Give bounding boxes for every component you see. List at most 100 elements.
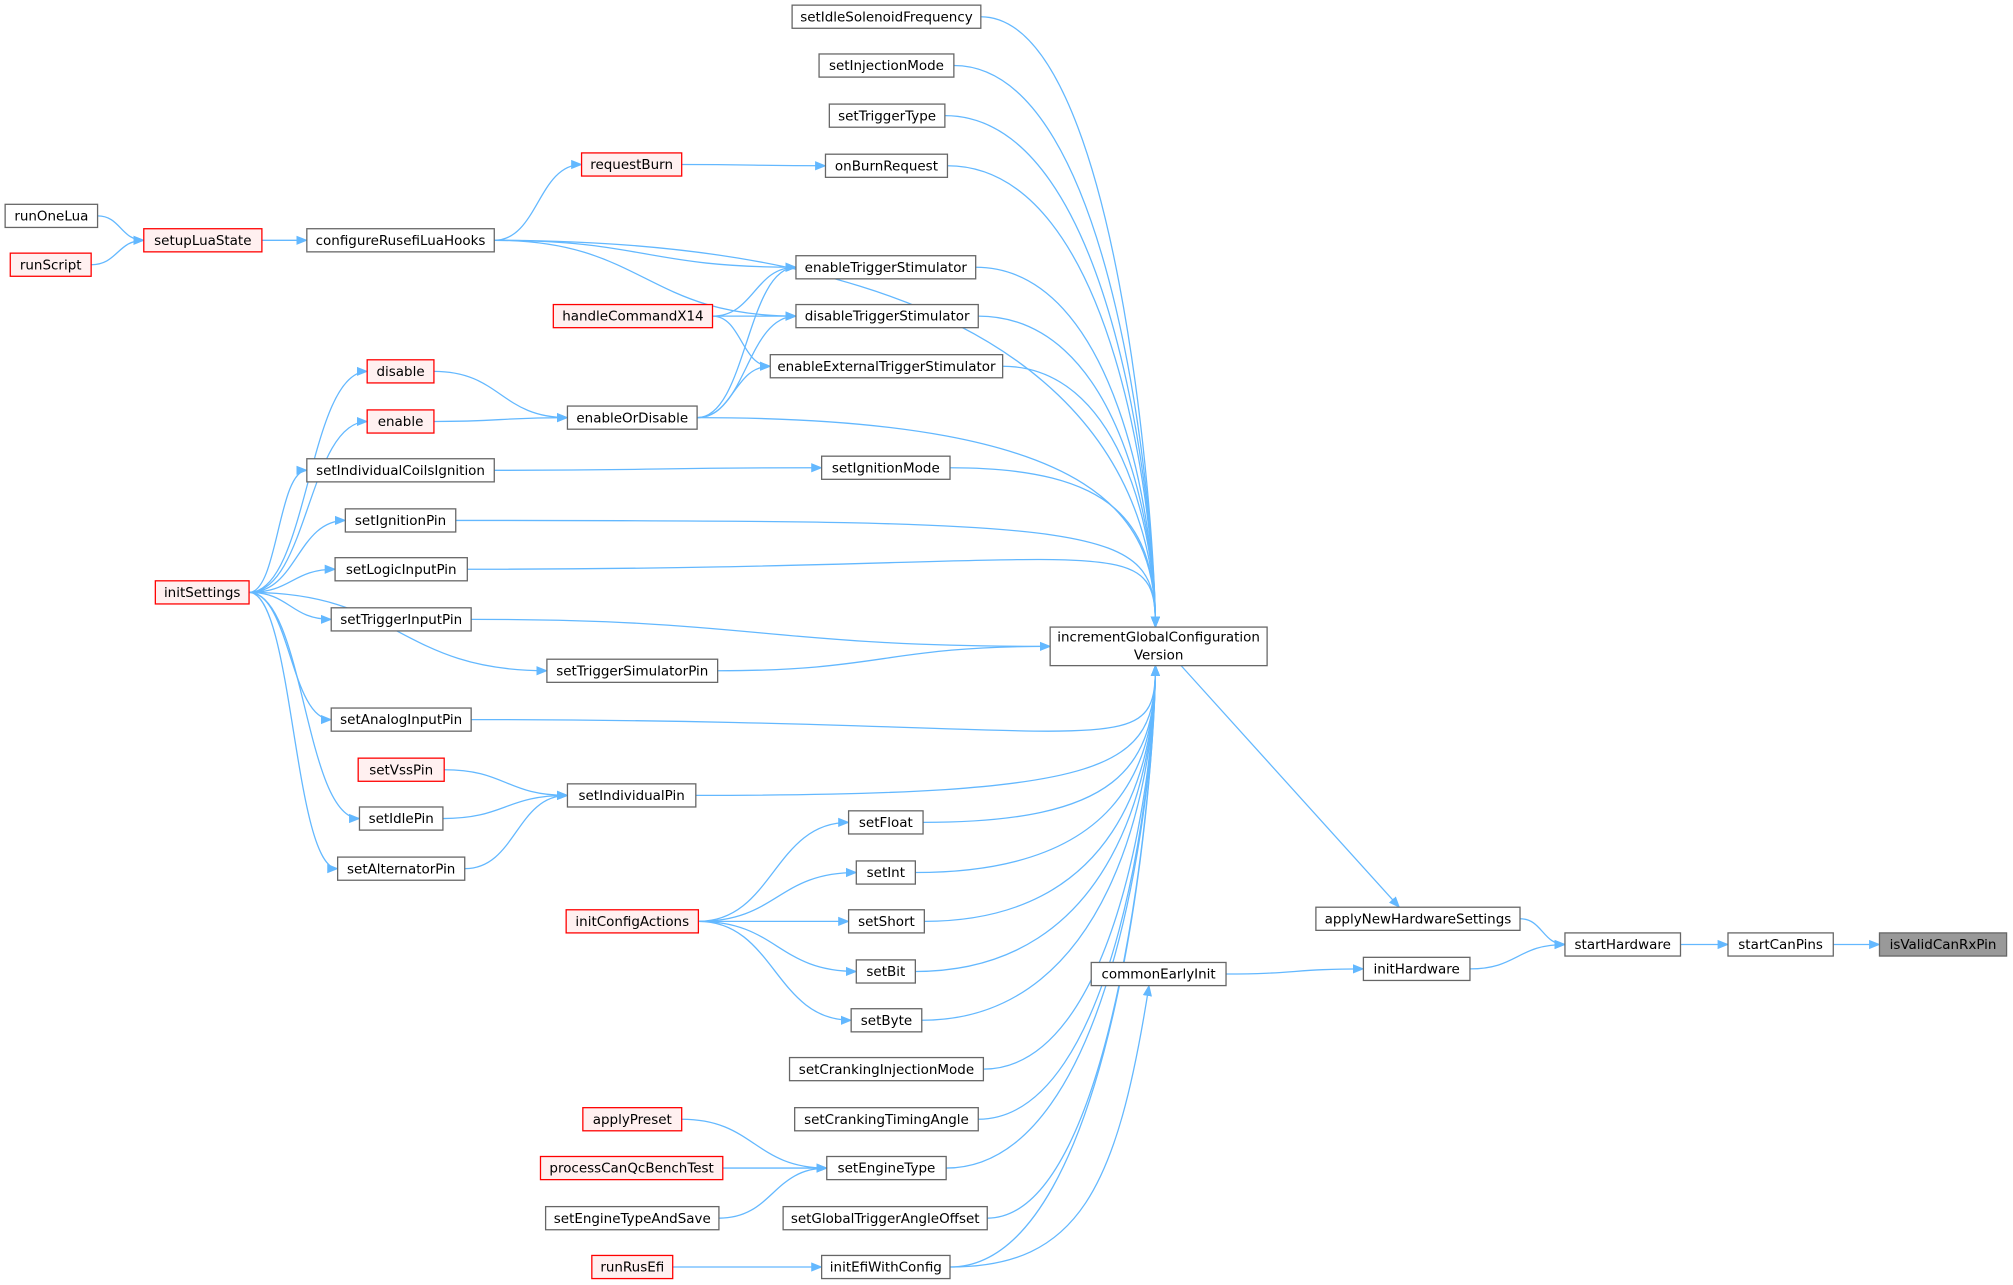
node-setTriggerSimulatorPin[interactable]: setTriggerSimulatorPin bbox=[546, 658, 719, 683]
node-label: setCrankingTimingAngle bbox=[804, 1112, 969, 1128]
node-box bbox=[344, 508, 457, 533]
node-startHardware[interactable]: startHardware bbox=[1564, 932, 1682, 957]
node-setVssPin[interactable]: setVssPin bbox=[357, 757, 445, 782]
node-setGlobalTriggerAngleOffset[interactable]: setGlobalTriggerAngleOffset bbox=[782, 1205, 988, 1231]
node-setTriggerType[interactable]: setTriggerType bbox=[828, 103, 946, 128]
node-label: setGlobalTriggerAngleOffset bbox=[791, 1211, 980, 1227]
node-initConfigActions[interactable]: initConfigActions bbox=[565, 909, 700, 934]
node-requestBurn[interactable]: requestBurn bbox=[580, 152, 683, 177]
call-edge-initEfiWithConfig-to-incrementGlobalConfigurationVersion bbox=[950, 664, 1161, 1268]
node-box bbox=[565, 909, 700, 934]
node-applyPreset[interactable]: applyPreset bbox=[582, 1107, 683, 1132]
node-disableTriggerStimulator[interactable]: disableTriggerStimulator bbox=[795, 303, 979, 329]
node-box bbox=[824, 153, 949, 178]
node-label: enable bbox=[378, 414, 424, 430]
call-edge-setIdleSolenoidFrequency-to-incrementGlobalConfigurationVersion bbox=[980, 16, 1161, 629]
node-box bbox=[566, 783, 697, 808]
node-setAlternatorPin[interactable]: setAlternatorPin bbox=[336, 856, 466, 881]
node-label: disable bbox=[376, 364, 424, 380]
node-setupLuaState[interactable]: setupLuaState bbox=[143, 228, 263, 253]
node-runScript[interactable]: runScript bbox=[9, 252, 92, 277]
node-configureRusefiLuaHooks[interactable]: configureRusefiLuaHooks bbox=[306, 228, 495, 253]
node-box bbox=[828, 103, 946, 128]
node-box bbox=[818, 53, 955, 78]
node-setIdlePin[interactable]: setIdlePin bbox=[358, 806, 444, 831]
node-label: startCanPins bbox=[1738, 937, 1823, 953]
node-commonEarlyInit[interactable]: commonEarlyInit bbox=[1090, 961, 1227, 987]
node-setEngineTypeAndSave[interactable]: setEngineTypeAndSave bbox=[544, 1205, 720, 1231]
node-label: setIndividualCoilsIgnition bbox=[316, 463, 485, 479]
node-enableOrDisable[interactable]: enableOrDisable bbox=[566, 405, 698, 430]
call-edge-incrementGlobalConfigurationVersion-to-applyNewHardwareSettings bbox=[1180, 665, 1401, 909]
node-box bbox=[847, 909, 925, 934]
call-edge-initSettings-to-setAnalogInputPin bbox=[249, 591, 333, 725]
call-edge-runScript-to-setupLuaState bbox=[91, 235, 145, 266]
call-edge-configureRusefiLuaHooks-to-disableTriggerStimulator bbox=[494, 239, 798, 321]
node-setBit[interactable]: setBit bbox=[855, 959, 916, 984]
node-initHardware[interactable]: initHardware bbox=[1362, 956, 1471, 982]
node-box bbox=[1049, 626, 1268, 667]
node-label: setFloat bbox=[859, 815, 913, 831]
call-edge-setIndividualCoilsIgnition-to-setIgnitionMode bbox=[494, 463, 823, 473]
node-setIndividualPin[interactable]: setIndividualPin bbox=[566, 783, 697, 808]
node-setCrankingTimingAngle[interactable]: setCrankingTimingAngle bbox=[794, 1107, 979, 1132]
node-label: setByte bbox=[861, 1013, 912, 1029]
node-label: setAlternatorPin bbox=[347, 861, 455, 877]
node-initEfiWithConfig[interactable]: initEfiWithConfig bbox=[820, 1254, 951, 1280]
node-disable[interactable]: disable bbox=[366, 359, 435, 384]
node-box bbox=[1315, 906, 1521, 931]
node-setByte[interactable]: setByte bbox=[850, 1008, 923, 1033]
node-label: enableOrDisable bbox=[576, 410, 688, 426]
node-box bbox=[143, 228, 263, 253]
node-isValidCanRxPin[interactable]: isValidCanRxPin bbox=[1878, 932, 2008, 957]
node-runRusEfi[interactable]: runRusEfi bbox=[591, 1254, 674, 1280]
call-edge-requestBurn-to-onBurnRequest bbox=[681, 161, 827, 171]
node-onBurnRequest[interactable]: onBurnRequest bbox=[824, 153, 949, 178]
node-processCanQcBenchTest[interactable]: processCanQcBenchTest bbox=[539, 1155, 724, 1181]
node-enableTriggerStimulator[interactable]: enableTriggerStimulator bbox=[795, 255, 977, 280]
node-setShort[interactable]: setShort bbox=[847, 909, 925, 934]
node-enable[interactable]: enable bbox=[366, 409, 435, 434]
call-edge-enableTriggerStimulator-to-incrementGlobalConfigurationVersion bbox=[975, 266, 1161, 629]
node-setTriggerInputPin[interactable]: setTriggerInputPin bbox=[330, 607, 472, 632]
node-box bbox=[539, 1155, 724, 1181]
node-setIgnitionPin[interactable]: setIgnitionPin bbox=[344, 508, 457, 533]
call-edge-initSettings-to-setIdlePin bbox=[249, 591, 361, 824]
node-box bbox=[306, 458, 495, 483]
call-edge-applyPreset-to-setEngineType bbox=[681, 1118, 828, 1173]
call-edge-enable-to-enableOrDisable bbox=[433, 412, 569, 423]
node-setIndividualCoilsIgnition[interactable]: setIndividualCoilsIgnition bbox=[306, 458, 495, 483]
node-box bbox=[358, 806, 444, 831]
node-box bbox=[334, 557, 468, 582]
call-edge-setTriggerSimulatorPin-to-incrementGlobalConfigurationVersion bbox=[717, 641, 1052, 672]
node-setEngineType[interactable]: setEngineType bbox=[826, 1155, 947, 1181]
node-setCrankingInjectionMode[interactable]: setCrankingInjectionMode bbox=[788, 1056, 985, 1082]
node-box bbox=[788, 1056, 985, 1082]
node-initSettings[interactable]: initSettings bbox=[154, 580, 250, 605]
call-edge-setEngineTypeAndSave-to-setEngineType bbox=[718, 1163, 828, 1219]
node-startCanPins[interactable]: startCanPins bbox=[1727, 932, 1834, 957]
call-edge-setAlternatorPin-to-setIndividualPin bbox=[464, 790, 569, 870]
node-enableExternalTriggerStimulator[interactable]: enableExternalTriggerStimulator bbox=[769, 354, 1004, 379]
node-label: setAnalogInputPin bbox=[340, 712, 462, 728]
call-edge-disable-to-enableOrDisable bbox=[433, 370, 569, 423]
node-setFloat[interactable]: setFloat bbox=[847, 810, 924, 835]
node-setIdleSolenoidFrequency[interactable]: setIdleSolenoidFrequency bbox=[791, 4, 982, 29]
node-handleCommandX14[interactable]: handleCommandX14 bbox=[552, 303, 714, 329]
call-edge-configureRusefiLuaHooks-to-enableTriggerStimulator bbox=[494, 239, 798, 272]
node-setLogicInputPin[interactable]: setLogicInputPin bbox=[334, 557, 468, 582]
node-box bbox=[1727, 932, 1834, 957]
call-edge-setIgnitionPin-to-incrementGlobalConfigurationVersion bbox=[455, 519, 1161, 629]
node-setAnalogInputPin[interactable]: setAnalogInputPin bbox=[330, 707, 472, 732]
node-setInjectionMode[interactable]: setInjectionMode bbox=[818, 53, 955, 78]
node-runOneLua[interactable]: runOneLua bbox=[4, 203, 99, 229]
node-setIgnitionMode[interactable]: setIgnitionMode bbox=[820, 455, 951, 480]
call-edge-setGlobalTriggerAngleOffset-to-incrementGlobalConfigurationVersion bbox=[987, 664, 1161, 1219]
node-setInt[interactable]: setInt bbox=[855, 860, 916, 885]
call-edge-initConfigActions-to-setByte bbox=[698, 920, 853, 1025]
node-label: setShort bbox=[858, 914, 915, 930]
call-edge-initSettings-to-setTriggerInputPin bbox=[249, 591, 333, 624]
node-applyNewHardwareSettings[interactable]: applyNewHardwareSettings bbox=[1315, 906, 1521, 931]
